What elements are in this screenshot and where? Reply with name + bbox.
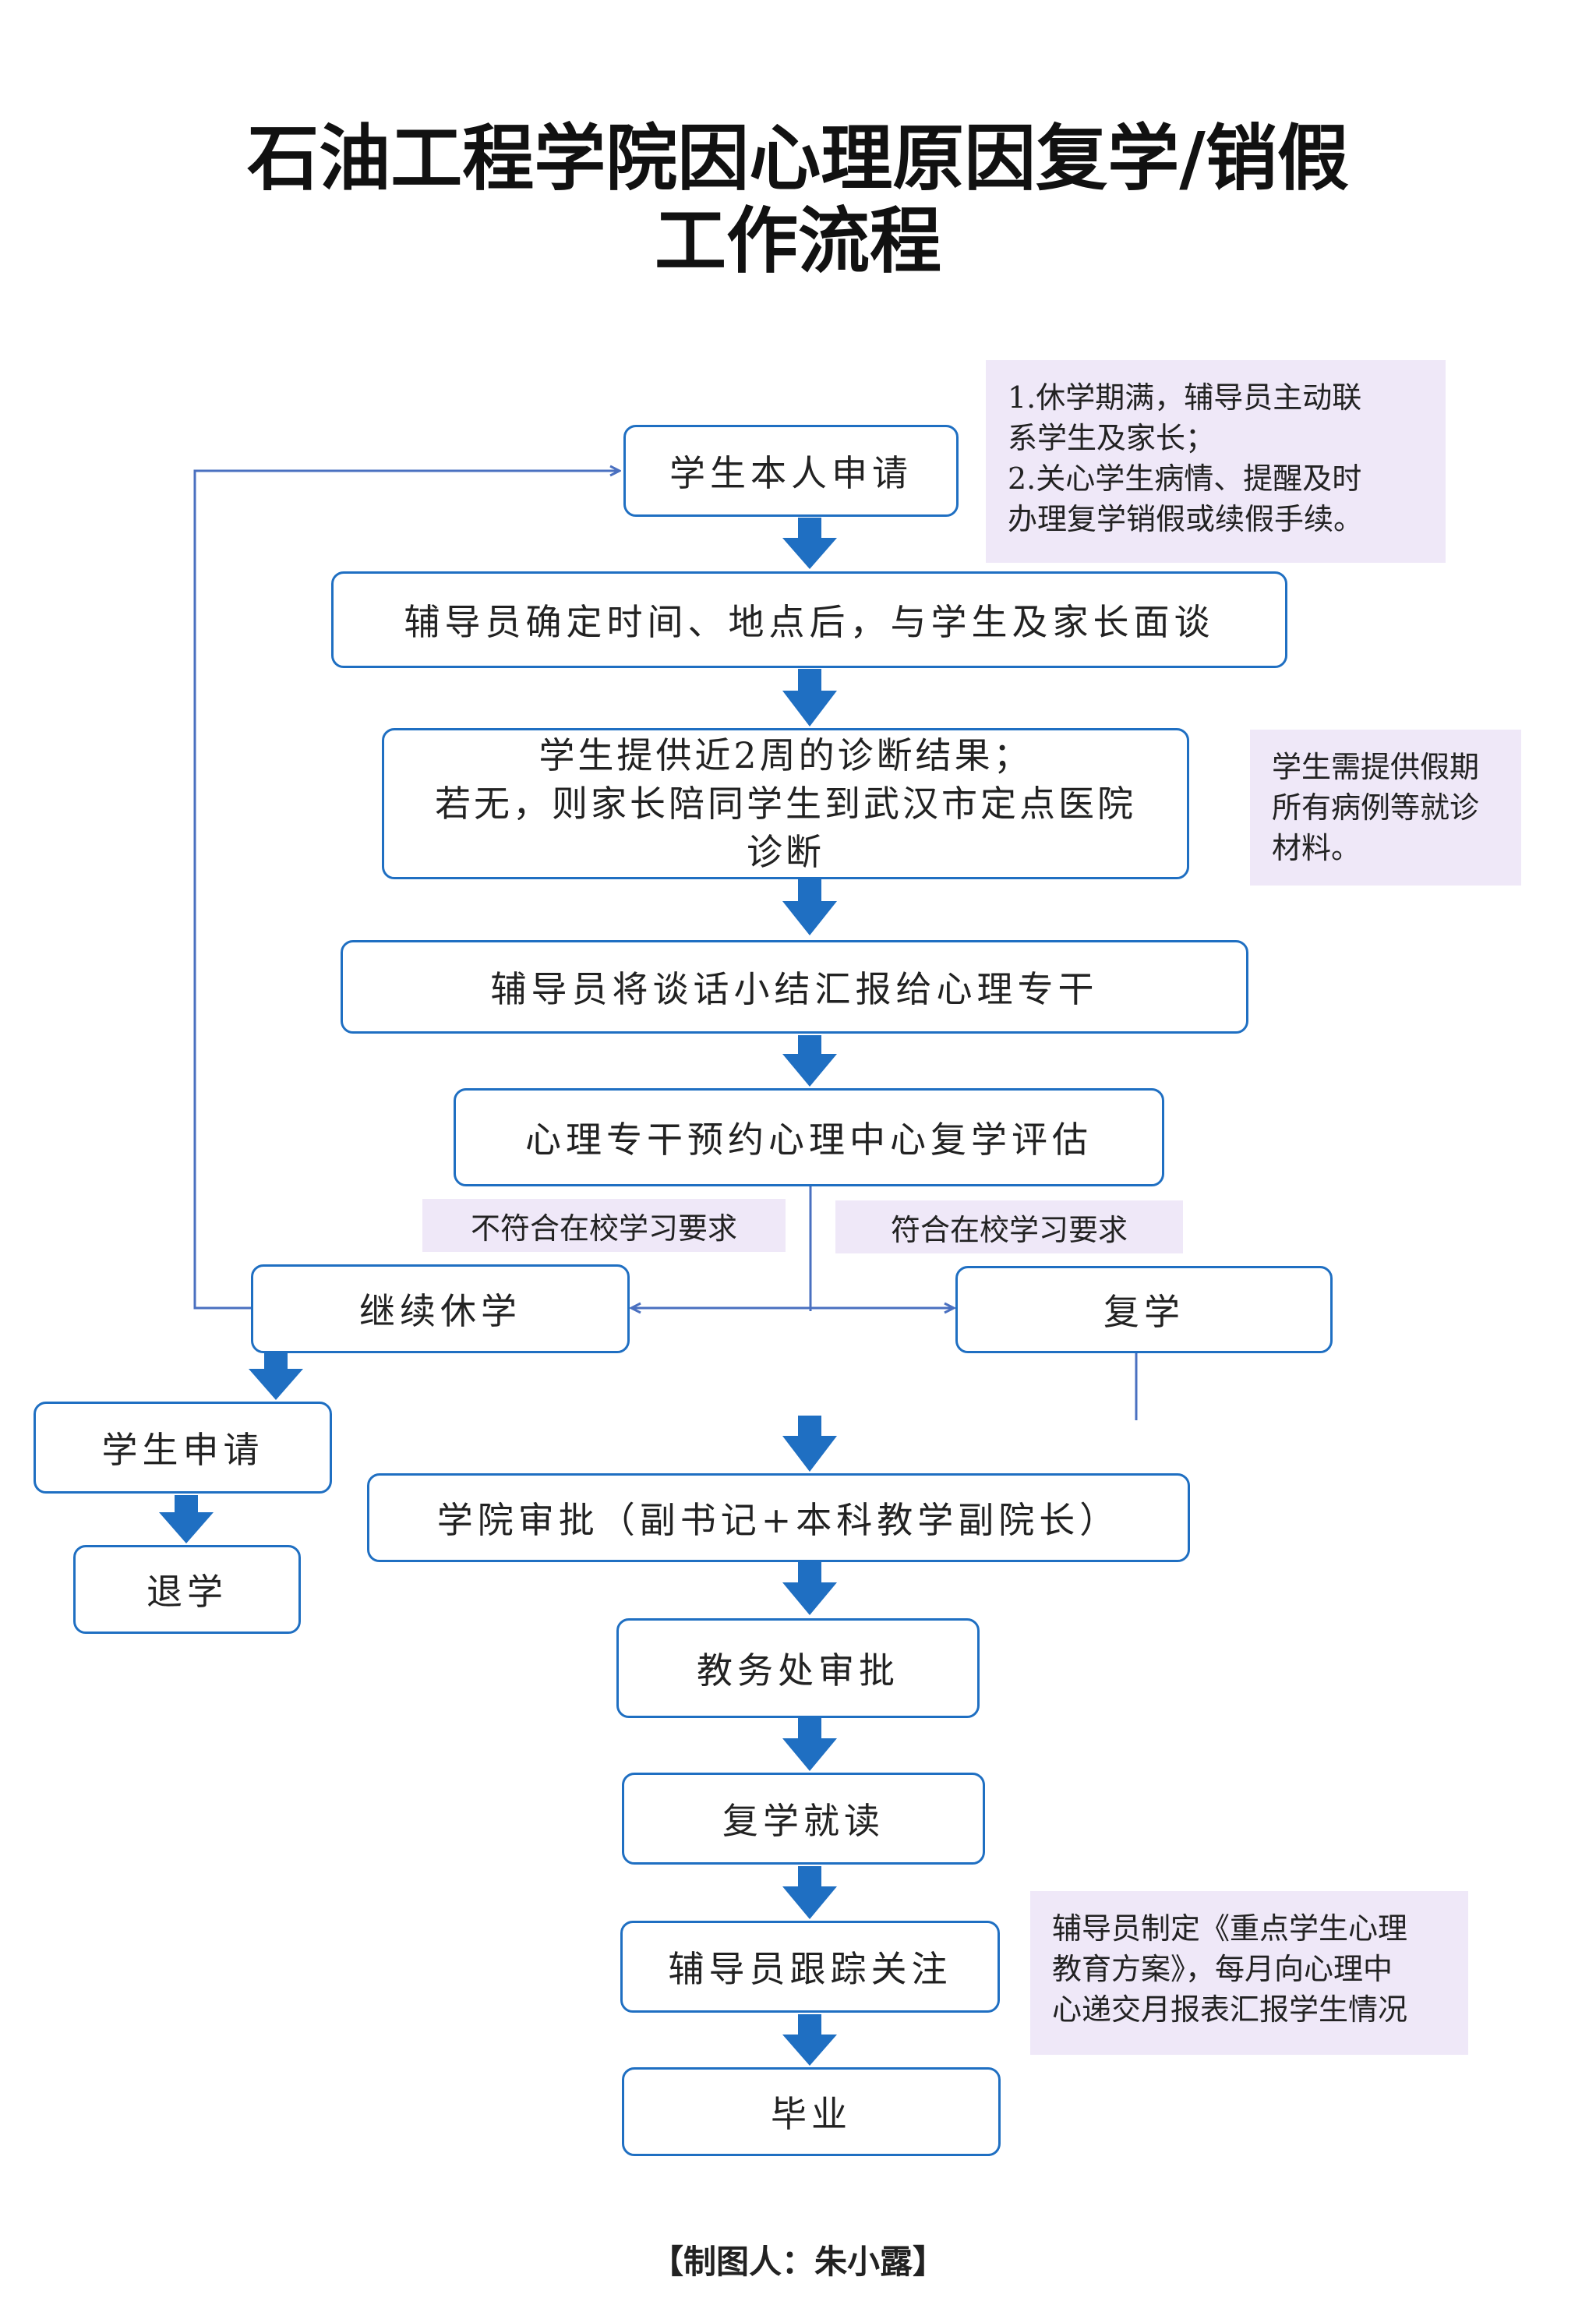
arrow-2 xyxy=(782,669,837,726)
branch-label-not-meet: 不符合在校学习要求 xyxy=(422,1199,786,1252)
note3-line-2: 教育方案》，每月向心理中 xyxy=(1052,1952,1393,1986)
step-assess: 心理专干预约心理中心复学评估 xyxy=(454,1088,1164,1186)
loop-back-connector xyxy=(193,471,620,1310)
diagnosis-line-2: 若无，则家长陪同学生到武汉市定点医院 xyxy=(435,783,1136,825)
step-interview: 辅导员确定时间、地点后，与学生及家长面谈 xyxy=(331,571,1287,668)
step-college-approve: 学院审批（副书记+本科教学副院长） xyxy=(367,1473,1190,1562)
step-report: 辅导员将谈话小结汇报给心理专干 xyxy=(341,940,1248,1034)
page-title: 石油工程学院因心理原因复学/销假 xyxy=(247,117,1349,200)
branch-label-meet: 符合在校学习要求 xyxy=(835,1200,1183,1253)
step-student-apply-withdraw: 学生申请 xyxy=(34,1402,332,1494)
arrow-6 xyxy=(782,1562,837,1615)
step-student-apply: 学生本人申请 xyxy=(623,425,959,517)
note2-line-1: 学生需提供假期 xyxy=(1272,750,1480,784)
step-continue-leave: 继续休学 xyxy=(251,1264,630,1353)
note1-line-2: 系学生及家长； xyxy=(1008,421,1216,455)
arrow-8 xyxy=(782,1866,837,1919)
step-withdraw: 退学 xyxy=(73,1545,301,1634)
page-subtitle: 工作流程 xyxy=(654,200,941,283)
note1-line-4: 办理复学销假或续假手续。 xyxy=(1008,502,1364,536)
arrow-3 xyxy=(782,879,837,935)
note1-line-3: 2.关心学生病情、提醒及时 xyxy=(1008,461,1362,496)
note1-line-1: 1.休学期满，辅导员主动联 xyxy=(1008,380,1362,415)
step-office-approve: 教务处审批 xyxy=(616,1618,980,1718)
step-resume: 复学 xyxy=(955,1266,1333,1353)
step-resume-study: 复学就读 xyxy=(622,1773,985,1865)
diagnosis-line-1: 学生提供近2周的诊断结果； xyxy=(538,734,1033,776)
step-follow-up: 辅导员跟踪关注 xyxy=(620,1921,1000,2013)
step-graduate: 毕业 xyxy=(622,2067,1001,2156)
step-diagnosis: 学生提供近2周的诊断结果； 若无，则家长陪同学生到武汉市定点医院 诊断 xyxy=(382,728,1189,879)
note2-line-2: 所有病例等就诊 xyxy=(1272,790,1480,825)
arrow-9 xyxy=(782,2014,837,2066)
diagnosis-line-3: 诊断 xyxy=(747,831,824,873)
note3-line-3: 心递交月报表汇报学生情况 xyxy=(1052,1992,1408,2027)
arrow-4 xyxy=(782,1035,837,1087)
note-leave-expiry: 1.休学期满，辅导员主动联 系学生及家长； 2.关心学生病情、提醒及时 办理复学… xyxy=(986,360,1446,563)
note3-line-1: 辅导员制定《重点学生心理 xyxy=(1052,1911,1408,1946)
note2-line-3: 材料。 xyxy=(1272,831,1361,865)
arrow-1 xyxy=(782,518,837,569)
note-education-plan: 辅导员制定《重点学生心理 教育方案》，每月向心理中 心递交月报表汇报学生情况 xyxy=(1030,1891,1468,2055)
author-credit: 【制图人：朱小露】 xyxy=(650,2243,945,2281)
arrow-11 xyxy=(159,1495,214,1543)
note-medical-records: 学生需提供假期 所有病例等就诊 材料。 xyxy=(1250,730,1521,886)
arrow-5 xyxy=(782,1416,837,1472)
arrow-7 xyxy=(782,1718,837,1771)
arrow-10 xyxy=(249,1353,303,1400)
